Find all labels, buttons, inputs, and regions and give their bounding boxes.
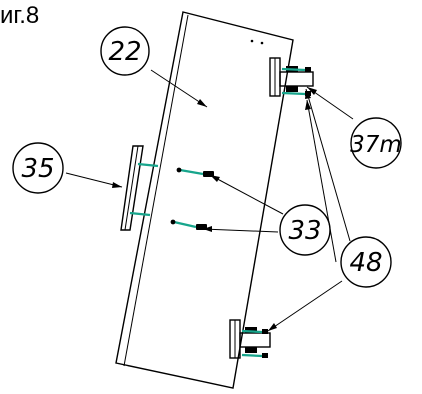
screw-lower [170, 219, 207, 230]
callout-37m-text: 37m [350, 132, 402, 158]
callout-37m: 37m [350, 117, 402, 169]
figure-label: иг.8 [0, 2, 40, 29]
callout-48: 48 [340, 236, 392, 288]
leader-lines [65, 69, 354, 332]
callout-33: 33 [279, 204, 331, 256]
callout-48-text: 48 [349, 248, 382, 278]
callout-33-text: 33 [288, 216, 321, 246]
callout-22-text: 22 [108, 37, 141, 67]
callout-35-text: 35 [21, 154, 54, 184]
callout-35: 35 [12, 142, 64, 194]
callout-22: 22 [100, 26, 150, 76]
screw-upper [176, 167, 214, 177]
side-bracket [120, 145, 159, 231]
hinge-bottom [229, 319, 271, 359]
door-panel [115, 11, 294, 389]
